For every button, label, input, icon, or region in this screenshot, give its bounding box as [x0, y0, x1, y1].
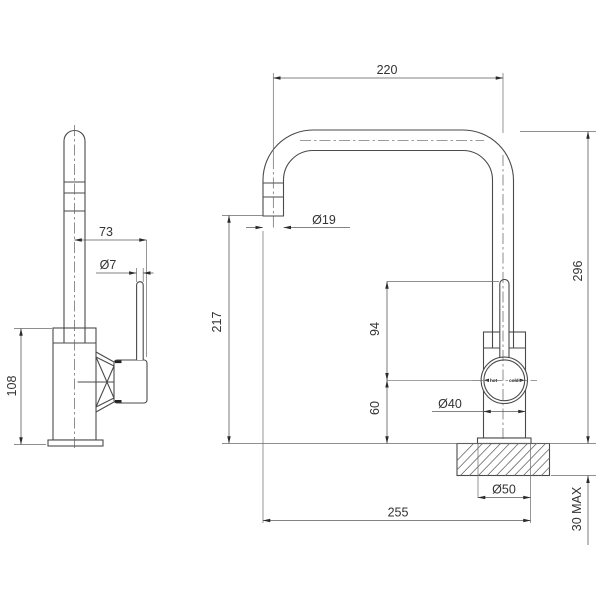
dim-dia19-spout: Ø19 — [246, 213, 350, 230]
dim-60-text: 60 — [368, 401, 382, 415]
dim-dia19-text: Ø19 — [312, 213, 336, 227]
dim-220-spout-span: 220 — [272, 63, 504, 158]
dim-94-text: 94 — [368, 322, 382, 336]
dim-73-handle-projection: 73 — [74, 225, 147, 357]
dim-255-overall-reach: 255 — [262, 231, 531, 523]
dim-296-overall-height: 296 — [520, 131, 596, 444]
side-handle-cap — [113, 359, 148, 404]
dim-dia50-text: Ø50 — [492, 483, 516, 497]
counter-section — [456, 442, 551, 477]
dim-dia50-shank: Ø50 — [477, 443, 531, 500]
dim-73-text: 73 — [99, 225, 113, 239]
cold-arrow-icon — [519, 378, 525, 382]
dim-dia40-body: Ø40 — [432, 397, 526, 414]
side-view — [47, 125, 148, 448]
dim-94-lever-height: 94 — [368, 281, 499, 381]
dim-30max-text: 30 MAX — [570, 486, 584, 531]
dim-dia7-lever: Ø7 — [96, 258, 154, 282]
cap-tick-top — [115, 360, 122, 364]
dim-30max-counter: 30 MAX — [570, 475, 590, 545]
side-lever-rod — [136, 281, 144, 360]
dim-220-text: 220 — [377, 63, 398, 77]
dim-296-text: 296 — [571, 261, 585, 282]
side-base-flange — [47, 439, 104, 447]
cap-tick-bottom — [115, 400, 122, 403]
front-lever-rod — [499, 278, 510, 358]
dim-108-body-height: 108 — [5, 328, 52, 445]
front-view: hot cold — [262, 129, 551, 477]
dim-60-center-height: 60 — [368, 379, 389, 444]
front-spout-tube — [262, 129, 515, 333]
dim-dia40-text: Ø40 — [438, 397, 462, 411]
dim-255-text: 255 — [388, 506, 409, 520]
dim-217-text: 217 — [210, 312, 224, 333]
dim-dia7-text: Ø7 — [100, 258, 117, 272]
side-handle-cone — [77, 351, 115, 413]
hatch-pattern — [457, 443, 550, 476]
dim-217-spout-clearance: 217 — [210, 215, 263, 444]
front-base-plate — [476, 437, 532, 445]
dim-108-text: 108 — [5, 376, 19, 397]
